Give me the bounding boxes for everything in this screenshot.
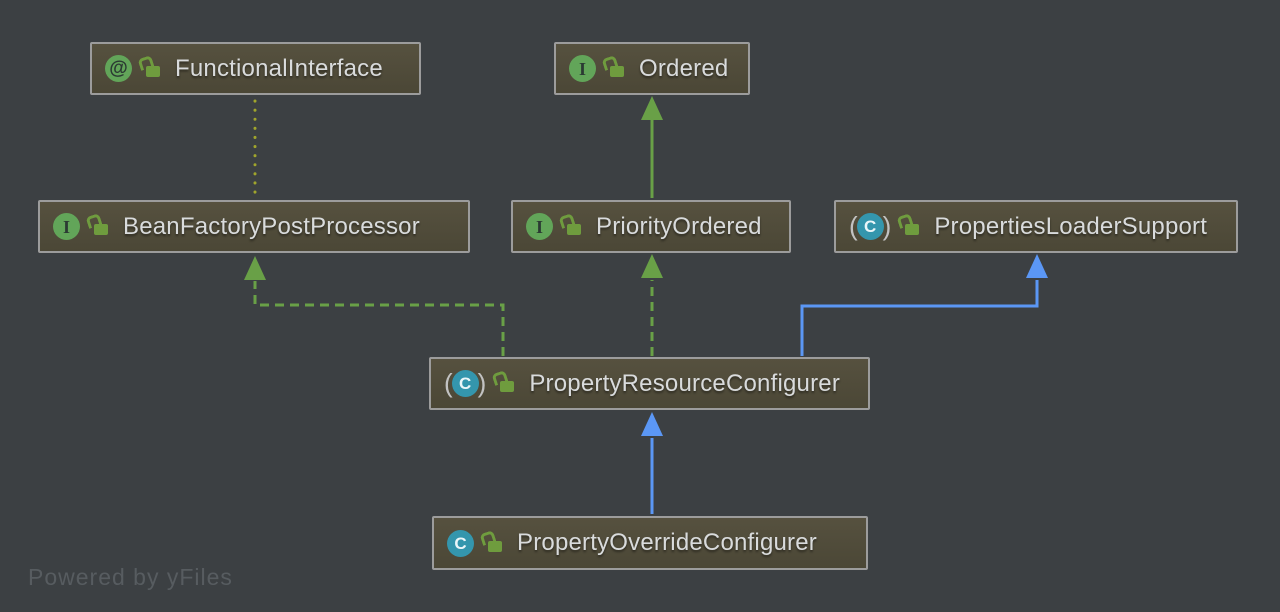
interface-icon: I [526,213,553,240]
edge-propertyresourceconfigurer-extends-propertiesloadersupport [800,254,1048,356]
unlocked-visibility-icon [488,540,502,552]
interface-icon: I [53,213,80,240]
abstract-class-icon: C [444,370,486,397]
unlocked-visibility-icon [610,66,624,77]
class-name: PriorityOrdered [596,212,762,240]
edge-priorityordered-extends-ordered [641,96,663,198]
class-name: PropertiesLoaderSupport [934,212,1208,240]
abstract-paren-right [478,370,487,397]
interface-icon: I [569,55,596,82]
class-name: PropertyResourceConfigurer [529,369,841,397]
class-badge: C [447,529,474,557]
interface-badge: I [569,55,596,82]
abstract-paren-right [883,213,892,240]
interface-badge: I [526,213,553,240]
unlocked-visibility-icon [94,224,108,235]
class-node-ordered[interactable]: I Ordered [554,42,750,95]
unlocked-visibility-icon [500,381,515,392]
class-node-priorityordered[interactable]: I PriorityOrdered [511,200,791,253]
edge-propertyresourceconfigurer-implements-beanfactorypostprocessor [244,256,505,356]
interface-badge: I [53,213,80,240]
unlocked-visibility-icon [905,224,920,235]
class-badge: C [856,213,884,240]
class-name: Ordered [639,54,729,82]
class-name: BeanFactoryPostProcessor [123,212,420,240]
class-node-beanfactorypostprocessor[interactable]: I BeanFactoryPostProcessor [38,200,470,253]
unlocked-visibility-icon [567,224,581,235]
class-node-propertiesloadersupport[interactable]: C PropertiesLoaderSupport [834,200,1238,253]
class-name: PropertyOverrideConfigurer [517,529,817,556]
unlocked-visibility-icon [146,66,160,77]
class-node-propertyresourceconfigurer[interactable]: C PropertyResourceConfigurer [429,357,870,410]
class-node-functionalinterface[interactable]: @ FunctionalInterface [90,42,421,95]
abstract-class-icon: C [849,213,891,240]
annotation-badge: @ [105,55,132,82]
class-icon: C [447,529,474,557]
edge-propertyoverrideconfigurer-extends-propertyresourceconfigurer [641,412,663,514]
edge-propertyresourceconfigurer-implements-priorityordered [641,254,663,356]
class-node-propertyoverrideconfigurer[interactable]: C PropertyOverrideConfigurer [432,516,868,570]
class-badge: C [451,370,479,397]
annotation-icon: @ [105,55,132,82]
class-name: FunctionalInterface [175,54,383,82]
yfiles-watermark: Powered by yFiles [28,564,233,590]
